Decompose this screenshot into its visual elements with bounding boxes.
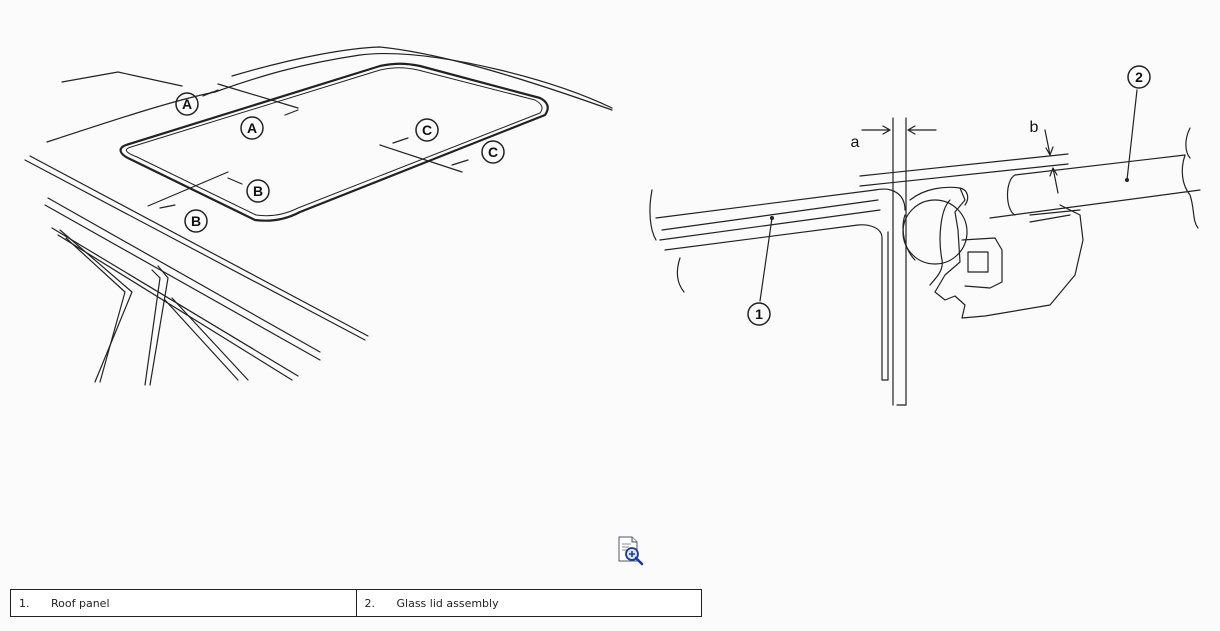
callout-label: C bbox=[488, 144, 498, 160]
dimension-label: a bbox=[851, 134, 860, 151]
callout-label: 2 bbox=[1135, 69, 1143, 85]
legend-label: Roof panel bbox=[51, 596, 110, 610]
legend-number: 1. bbox=[19, 596, 30, 610]
leader-dot bbox=[770, 216, 774, 220]
zoom-in-document-icon[interactable] bbox=[616, 535, 646, 567]
legend-item: 1. Roof panel bbox=[11, 590, 356, 616]
dimension-label: b bbox=[1030, 119, 1039, 136]
callout-label: C bbox=[422, 122, 432, 138]
left-callouts bbox=[175, 92, 505, 233]
callout-label: B bbox=[253, 183, 263, 199]
roof-overview-drawing bbox=[24, 46, 613, 386]
right-callouts bbox=[747, 65, 1151, 326]
callout-label: 1 bbox=[755, 306, 763, 322]
callout-label: A bbox=[247, 120, 257, 136]
legend-number: 2. bbox=[364, 596, 376, 610]
callout-label: B bbox=[191, 213, 201, 229]
leader-dot bbox=[1125, 178, 1129, 182]
legend-item: 2. Glass lid assembly bbox=[355, 590, 702, 616]
legend-label: Glass lid assembly bbox=[396, 596, 499, 610]
callout-label: A bbox=[182, 96, 192, 112]
cross-section-drawing bbox=[649, 89, 1201, 406]
legend-table: 1. Roof panel 2. Glass lid assembly bbox=[10, 589, 702, 617]
